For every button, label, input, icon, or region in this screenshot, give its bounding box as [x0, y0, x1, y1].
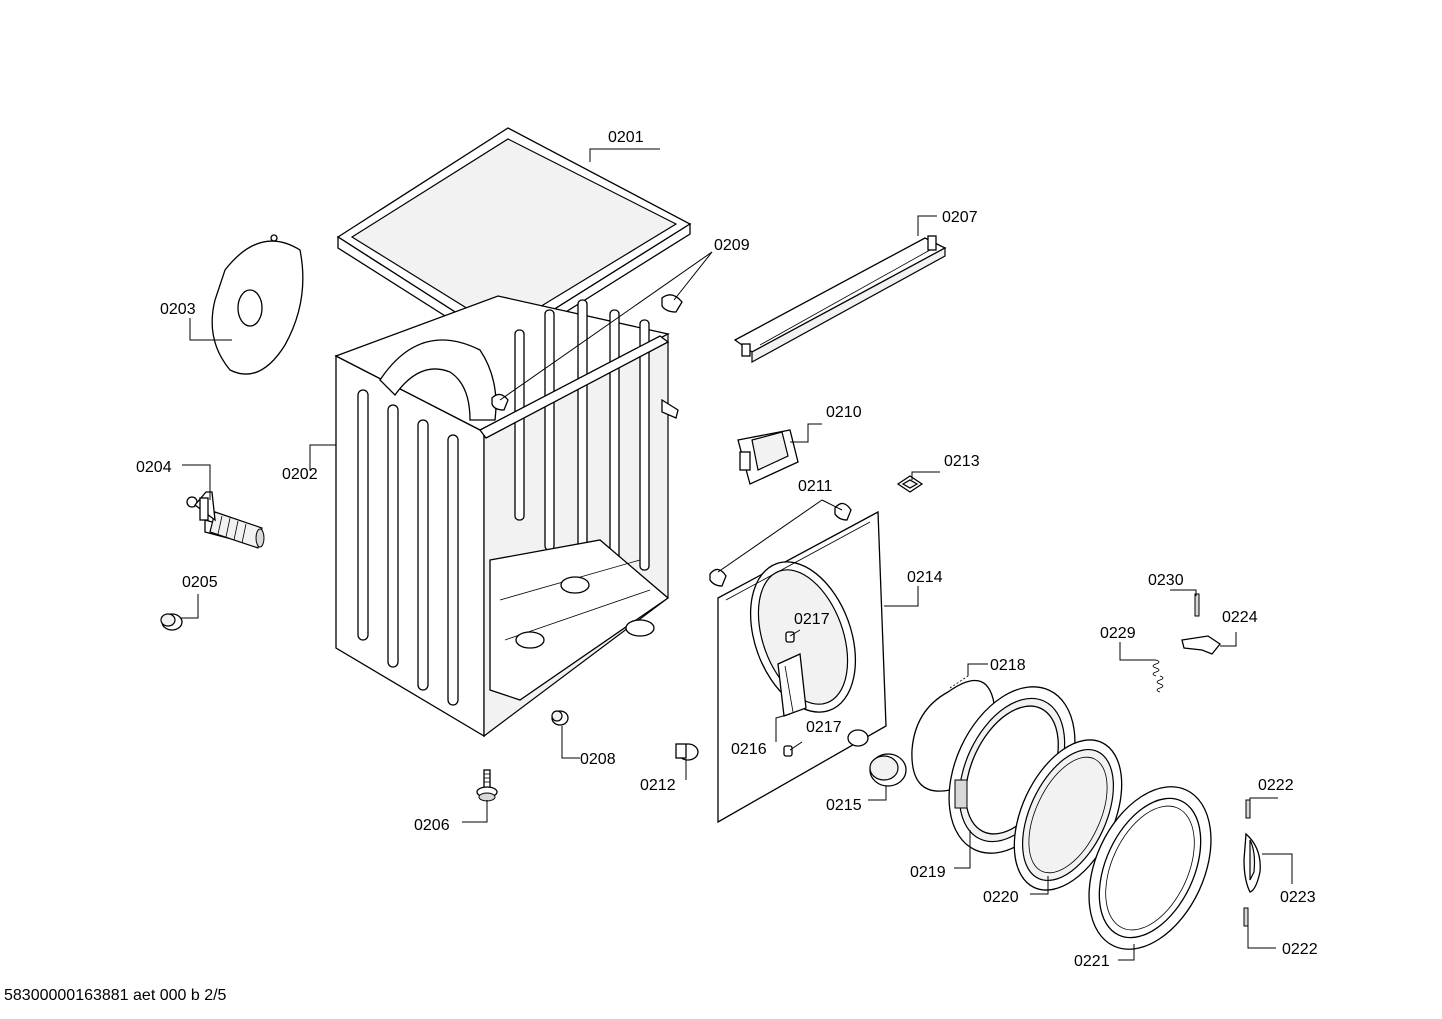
label-0218: 0218 [990, 657, 1026, 674]
part-outer-door-ring [1088, 786, 1212, 950]
label-0230: 0230 [1148, 572, 1184, 589]
label-0214: 0214 [907, 569, 943, 586]
label-0213: 0213 [944, 453, 980, 470]
label-0215: 0215 [826, 797, 862, 814]
part-front-rail [733, 235, 947, 364]
part-clips-0209 [491, 294, 683, 411]
label-0204: 0204 [136, 459, 172, 476]
label-0203: 0203 [160, 301, 196, 318]
label-0209: 0209 [714, 237, 750, 254]
part-pin-0230 [1194, 593, 1200, 617]
label-0208: 0208 [580, 751, 616, 768]
label-0220: 0220 [983, 889, 1019, 906]
label-0201: 0201 [608, 129, 644, 146]
label-0222-lower: 0222 [1282, 941, 1318, 958]
label-0212: 0212 [640, 777, 676, 794]
part-door-glass [1013, 739, 1123, 891]
part-cabinet [334, 295, 679, 738]
part-plate-0213 [896, 475, 924, 493]
part-hook-0224 [1181, 635, 1221, 655]
label-0223: 0223 [1280, 889, 1316, 906]
part-top-cover [336, 127, 692, 353]
part-rear-panel [211, 234, 304, 375]
part-hose-assembly [186, 491, 265, 549]
label-0229: 0229 [1100, 625, 1136, 642]
part-plug-0208 [551, 710, 569, 726]
part-pins-0222 [1243, 799, 1251, 927]
part-foot [476, 769, 498, 802]
label-0216: 0216 [731, 741, 767, 758]
part-door-handle [1243, 832, 1261, 893]
label-0205: 0205 [182, 574, 218, 591]
label-0202: 0202 [282, 466, 318, 483]
part-springs-0229 [1152, 659, 1164, 693]
part-labels: 0201 0202 0203 0204 0205 0206 0207 0208 … [136, 129, 1318, 970]
label-0221: 0221 [1074, 953, 1110, 970]
label-0207: 0207 [942, 209, 978, 226]
label-0210: 0210 [826, 404, 862, 421]
label-0211: 0211 [798, 478, 833, 495]
leader-lines [180, 148, 1293, 961]
document-id: 58300000163881 aet 000 b 2/5 [4, 987, 227, 1004]
part-cover-cap [869, 753, 907, 787]
part-door-lock [737, 429, 799, 485]
part-hinge-clips [709, 502, 852, 587]
label-0219: 0219 [910, 864, 946, 881]
label-0222-upper: 0222 [1258, 777, 1294, 794]
part-connector-0212 [675, 743, 699, 761]
part-cap-0205 [160, 613, 183, 631]
label-0224: 0224 [1222, 609, 1258, 626]
label-0217-upper: 0217 [794, 611, 830, 628]
label-0217-lower: 0217 [806, 719, 842, 736]
label-0206: 0206 [414, 817, 450, 834]
part-bracket-0216 [777, 653, 807, 717]
